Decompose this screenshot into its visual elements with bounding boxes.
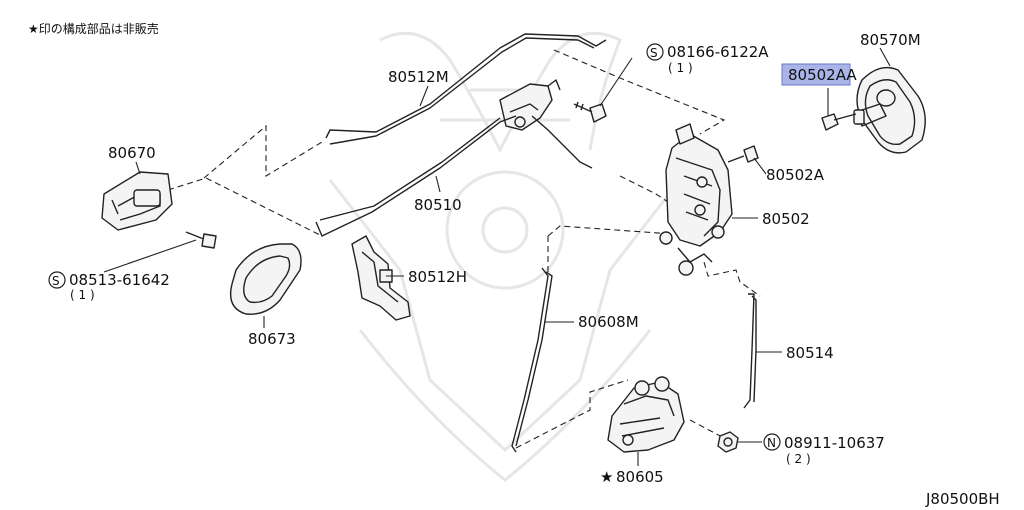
note-text: ★印の構成部品は非販売	[28, 21, 159, 36]
label-80502A[interactable]: 80502A	[766, 166, 825, 184]
screw-80502A	[727, 145, 759, 163]
rod-80512M[interactable]	[325, 33, 607, 145]
label-80608M[interactable]: 80608M	[578, 313, 639, 331]
s-marker-icon-2	[48, 271, 66, 289]
rod-80608M[interactable]	[511, 267, 553, 453]
prefix-08513: S	[52, 274, 60, 288]
label-80502AA[interactable]: 80502AA	[788, 66, 857, 84]
diagram-id: J80500BH	[925, 490, 1000, 508]
bolt-08166	[573, 101, 607, 123]
rod-80510[interactable]	[315, 115, 593, 237]
assembly-dashes	[167, 49, 761, 449]
screw-08513	[185, 231, 217, 249]
label-80605[interactable]: 80605	[616, 468, 664, 486]
label-80670[interactable]: 80670	[108, 144, 156, 162]
part-80570M[interactable]	[853, 66, 926, 154]
label-80570M[interactable]: 80570M	[860, 31, 921, 49]
label-08911[interactable]: 08911-10637	[784, 434, 885, 452]
nut-08911	[717, 431, 739, 453]
inside-handle-80670[interactable]	[101, 171, 173, 231]
qty-08911: ( 2 )	[786, 452, 811, 466]
label-80673[interactable]: 80673	[248, 330, 296, 348]
outside-handle-80605[interactable]	[607, 376, 685, 453]
bolt-80502AA	[821, 113, 857, 131]
label-80514[interactable]: 80514	[786, 344, 834, 362]
prefix-08911: N	[767, 436, 776, 450]
qty-08513: ( 1 )	[70, 288, 95, 302]
s-marker-icon	[646, 43, 664, 61]
prefix-08166: S	[650, 46, 658, 60]
highlight-box	[781, 63, 851, 86]
n-marker-icon	[763, 433, 781, 451]
label-80512M[interactable]: 80512M	[388, 68, 449, 86]
label-80502[interactable]: 80502	[762, 210, 810, 228]
door-lock-80502[interactable]	[659, 123, 733, 276]
rod-80514[interactable]	[743, 293, 757, 409]
label-80510[interactable]: 80510	[414, 196, 462, 214]
label-08513[interactable]: 08513-61642	[69, 271, 170, 289]
qty-08166: ( 1 )	[668, 61, 693, 75]
clip-upper	[499, 79, 561, 131]
label-80605-star: ★	[600, 468, 613, 486]
label-08166[interactable]: 08166-6122A	[667, 43, 769, 61]
escutcheon-80673[interactable]	[229, 243, 302, 315]
label-80512H[interactable]: 80512H	[408, 268, 467, 286]
